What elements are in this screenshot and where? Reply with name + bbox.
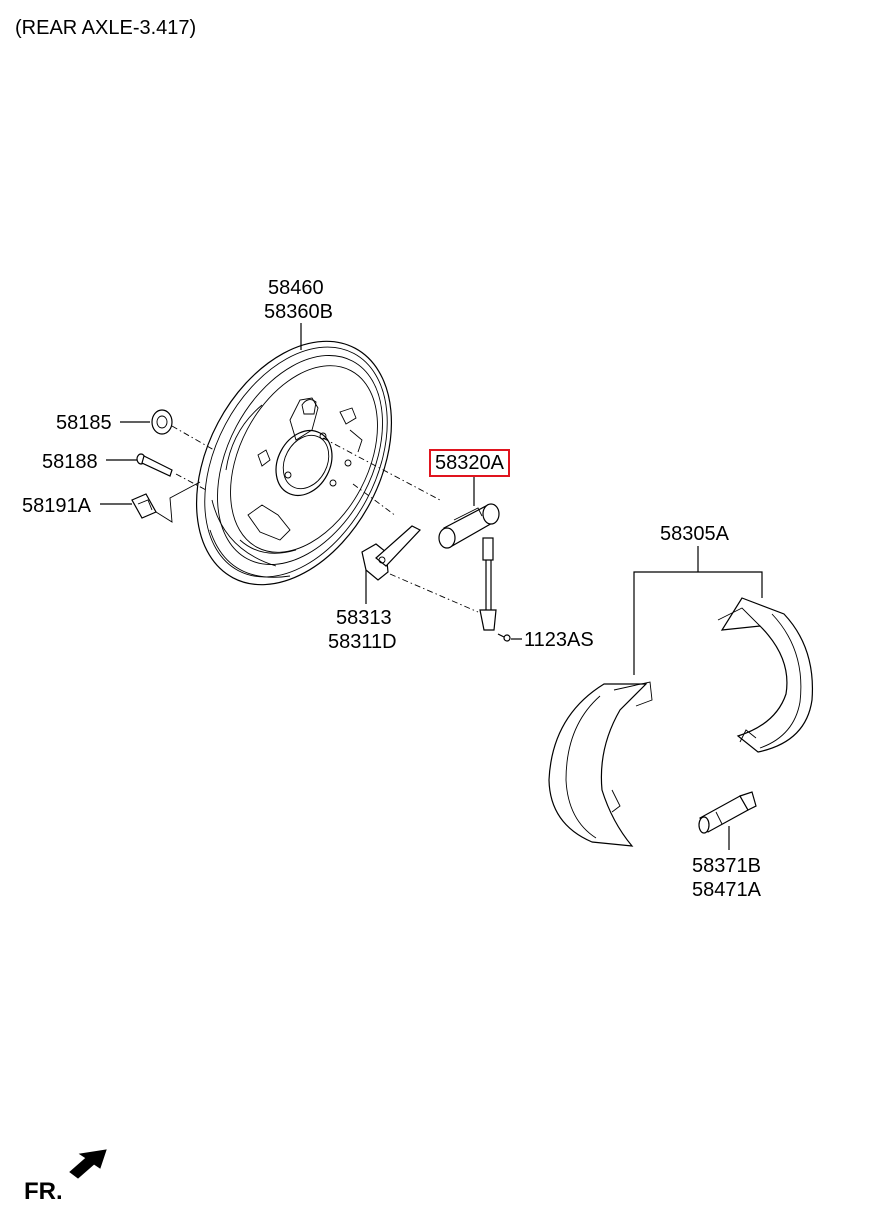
label-wheel-cylinder-highlighted[interactable]: 58320A [429, 449, 510, 477]
diagram-title: (REAR AXLE-3.417) [15, 17, 197, 39]
label-screw[interactable]: 1123AS [524, 629, 594, 651]
adjuster-illustration [698, 791, 757, 834]
lever-illustration [361, 525, 421, 581]
label-adjuster-1[interactable]: 58371B [692, 855, 761, 877]
label-shoe-kit[interactable]: 58305A [660, 523, 729, 545]
brake-shoes-illustration [548, 597, 814, 847]
label-drum-2[interactable]: 58360B [264, 301, 333, 323]
label-clip[interactable]: 58191A [22, 495, 91, 517]
plug-illustration [151, 409, 173, 435]
label-plug[interactable]: 58185 [56, 412, 112, 434]
bleeder-bolt-illustration [136, 453, 173, 477]
label-lever-1[interactable]: 58313 [336, 607, 392, 629]
label-lever-2[interactable]: 58311D [328, 631, 397, 653]
screw-illustration [497, 633, 511, 642]
label-bleeder-bolt[interactable]: 58188 [42, 451, 98, 473]
label-drum-1[interactable]: 58460 [268, 277, 324, 299]
front-direction-label: FR. [24, 1178, 63, 1205]
brake-drum-illustration [195, 340, 393, 586]
label-adjuster-2[interactable]: 58471A [692, 879, 761, 901]
front-arrow-icon [69, 1149, 107, 1179]
clip-illustration [131, 493, 157, 519]
wheel-cylinder-illustration [438, 503, 500, 549]
brake-hose-illustration [479, 537, 497, 631]
